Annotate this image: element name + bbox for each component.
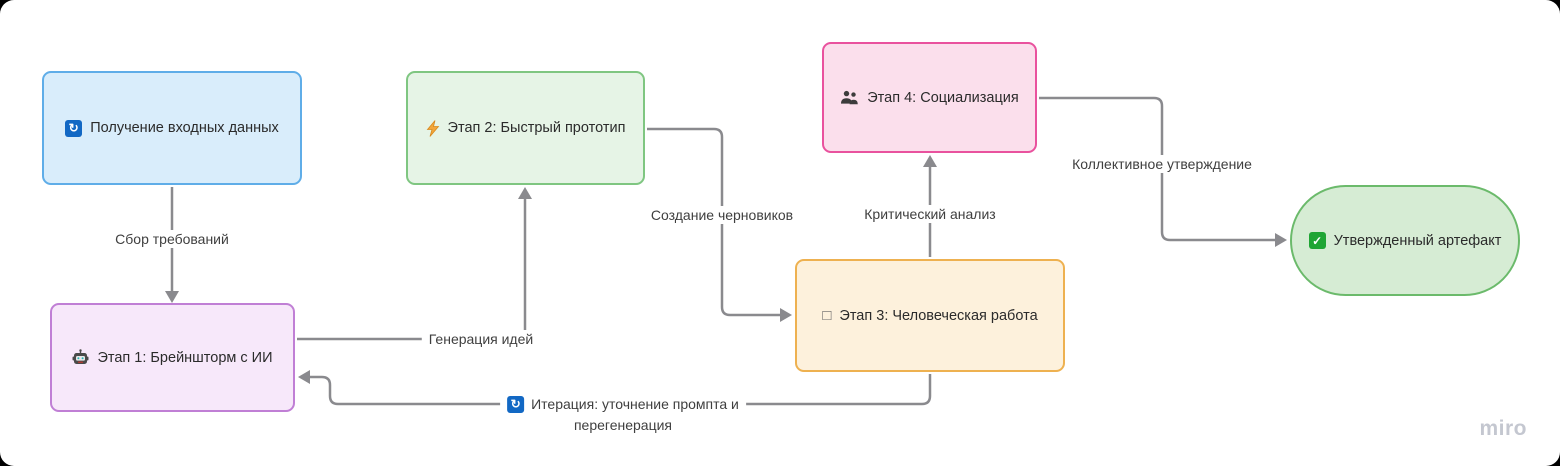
edge-arrow-stage3-stage4: [923, 155, 937, 167]
edge-label-iteration-line2: перегенерация: [573, 417, 673, 433]
edge-label-iteration[interactable]: ↻ Итерация: уточнение промпта и перегене…: [500, 393, 746, 437]
missing-glyph-icon: □: [822, 307, 832, 324]
node-stage4-label: Этап 4: Социализация: [867, 89, 1019, 106]
edge-label-idea-generation[interactable]: Генерация идей: [421, 330, 541, 348]
people-icon: [841, 90, 859, 105]
node-approved-artifact[interactable]: ✓ Утвержденный артефакт: [1290, 185, 1520, 296]
node-stage3-human-work[interactable]: □ Этап 3: Человеческая работа: [795, 259, 1065, 372]
node-stage4-socialization[interactable]: Этап 4: Социализация: [822, 42, 1037, 153]
node-artifact-label: Утвержденный артефакт: [1333, 232, 1502, 249]
edge-arrow-stage1-stage2: [518, 187, 532, 199]
edge-label-requirements[interactable]: Сбор требований: [108, 230, 236, 248]
edge-arrow-stage4-artifact: [1275, 233, 1287, 247]
edge-line-stage1-stage2: [297, 194, 527, 341]
refresh-icon: ↻: [65, 119, 83, 137]
edge-label-collective-approval[interactable]: Коллективное утверждение: [1065, 155, 1259, 173]
miro-logo: miro: [1479, 417, 1527, 440]
check-icon: ✓: [1308, 232, 1326, 249]
edge-label-critical-analysis[interactable]: Критический анализ: [857, 205, 1003, 223]
node-stage1-brainstorm[interactable]: Этап 1: Брейншторм с ИИ: [50, 303, 295, 412]
lightning-icon: [426, 119, 439, 137]
node-input-data[interactable]: ↻ Получение входных данных: [42, 71, 302, 185]
edge-label-iteration-line1: Итерация: уточнение промпта и: [531, 396, 739, 412]
node-stage1-label: Этап 1: Брейншторм с ИИ: [97, 349, 273, 366]
node-stage2-label: Этап 2: Быстрый прототип: [447, 120, 626, 136]
node-stage2-prototype[interactable]: Этап 2: Быстрый прототип: [406, 71, 645, 185]
edge-label-draft-creation[interactable]: Создание черновиков: [643, 206, 801, 224]
refresh-icon: ↻: [507, 396, 525, 413]
edge-arrow-stage2-stage3: [780, 308, 792, 322]
node-stage3-label: Этап 3: Человеческая работа: [839, 307, 1038, 324]
edge-arrow-stage3-stage1: [298, 370, 310, 384]
robot-icon: [72, 349, 89, 364]
node-input-label: Получение входных данных: [90, 120, 279, 136]
edge-arrow-input-stage1: [165, 291, 179, 303]
